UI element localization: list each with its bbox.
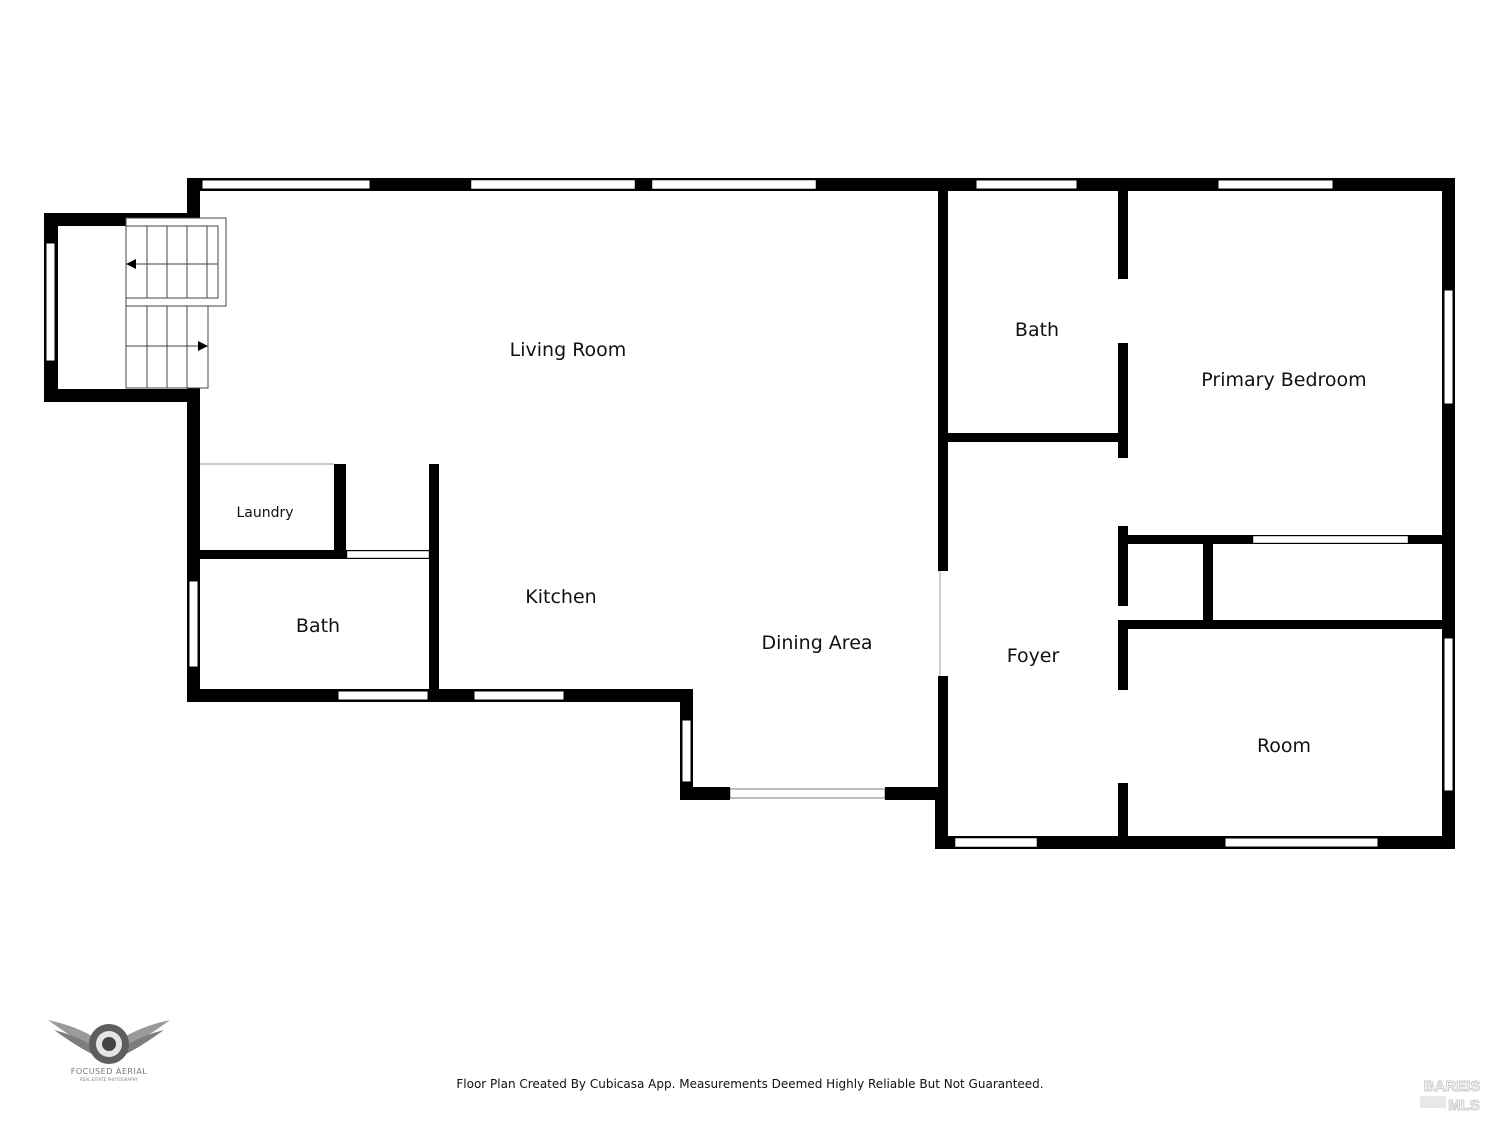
label-kitchen: Kitchen [525, 586, 596, 608]
thin-partitions [200, 463, 941, 676]
arrow-left-icon [126, 259, 136, 269]
logo-tagline: REAL ESTATE PHOTOGRAPHY [80, 1077, 138, 1082]
winged-camera-icon [48, 1020, 170, 1064]
label-bath-left: Bath [296, 615, 340, 637]
label-dining-area: Dining Area [761, 632, 872, 654]
room-labels: Living Room Kitchen Dining Area Laundry … [236, 319, 1366, 757]
wall-openings [45, 179, 1454, 848]
mls-line-1: BAREIS [1424, 1078, 1481, 1095]
logo-name: FOCUSED AERIAL [70, 1067, 148, 1076]
arrow-right-icon [198, 341, 208, 351]
footer-note: Floor Plan Created By Cubicasa App. Meas… [456, 1077, 1044, 1091]
mls-watermark-icon: BAREIS MLS [1420, 1078, 1481, 1115]
stair-direction-arrows [126, 259, 208, 351]
label-living-room: Living Room [510, 339, 627, 361]
label-bath-top: Bath [1015, 319, 1059, 341]
mls-line-2: MLS [1448, 1097, 1480, 1114]
label-room: Room [1257, 735, 1311, 757]
staircase [125, 217, 227, 389]
label-foyer: Foyer [1007, 645, 1060, 667]
label-laundry: Laundry [236, 505, 293, 521]
label-primary-bedroom: Primary Bedroom [1201, 369, 1366, 391]
